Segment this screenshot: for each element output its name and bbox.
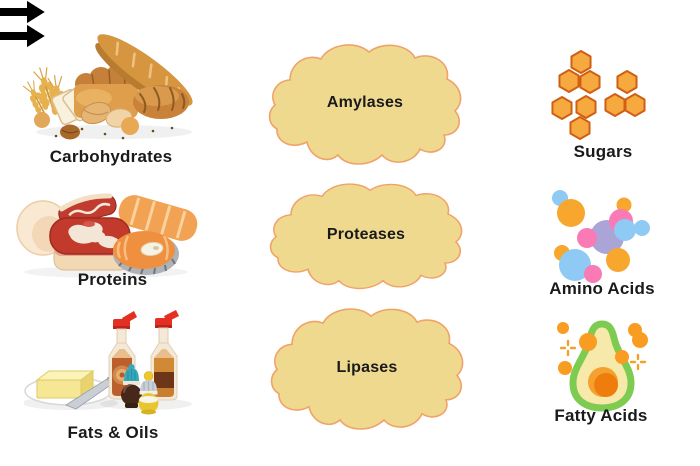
enzyme-label: Amylases bbox=[326, 94, 404, 111]
oil-bottle bbox=[150, 310, 179, 401]
enzyme-cloud: Lipases bbox=[267, 302, 467, 433]
avocado-fatty-acids-icon bbox=[557, 320, 648, 412]
meat-and-fish-illustration bbox=[16, 193, 198, 278]
cloud-shape bbox=[270, 308, 464, 430]
amino-acid-molecules-icon bbox=[552, 190, 650, 283]
enzyme-cloud: Amylases bbox=[265, 38, 465, 168]
avocado bbox=[569, 320, 635, 412]
sparkles bbox=[559, 339, 647, 371]
product-label: Sugars bbox=[573, 142, 633, 161]
substrate-label: Carbohydrates bbox=[49, 147, 173, 166]
salmon-fillet bbox=[118, 195, 198, 241]
enzyme-label: Lipases bbox=[336, 358, 398, 376]
cloud-shape bbox=[269, 183, 463, 290]
crumbs bbox=[54, 126, 174, 140]
enzyme-label: Proteases bbox=[326, 226, 406, 243]
bread-and-wheat-illustration bbox=[22, 34, 193, 140]
teal-cap-shaker bbox=[121, 364, 142, 408]
enzyme-cloud: Proteases bbox=[266, 178, 466, 292]
substrate-label: Fats & Oils bbox=[67, 423, 159, 442]
bread-rolls bbox=[34, 101, 139, 140]
cloud-shape bbox=[268, 44, 462, 165]
meat-strip bbox=[58, 193, 117, 226]
right-arrow-icon bbox=[0, 25, 45, 47]
right-arrow-icon bbox=[0, 1, 45, 23]
steak bbox=[49, 217, 131, 271]
butter-block bbox=[35, 370, 95, 399]
product-label: Fatty Acids bbox=[554, 406, 648, 425]
product-label: Amino Acids bbox=[549, 279, 655, 298]
salmon-steak bbox=[113, 231, 179, 275]
yellow-shaker bbox=[138, 371, 159, 415]
fatty-acid-dots bbox=[557, 322, 648, 375]
oval-loaf bbox=[133, 85, 189, 119]
butter-and-oil-bottles-illustration bbox=[24, 310, 192, 415]
substrate-label: Proteins bbox=[77, 270, 148, 289]
